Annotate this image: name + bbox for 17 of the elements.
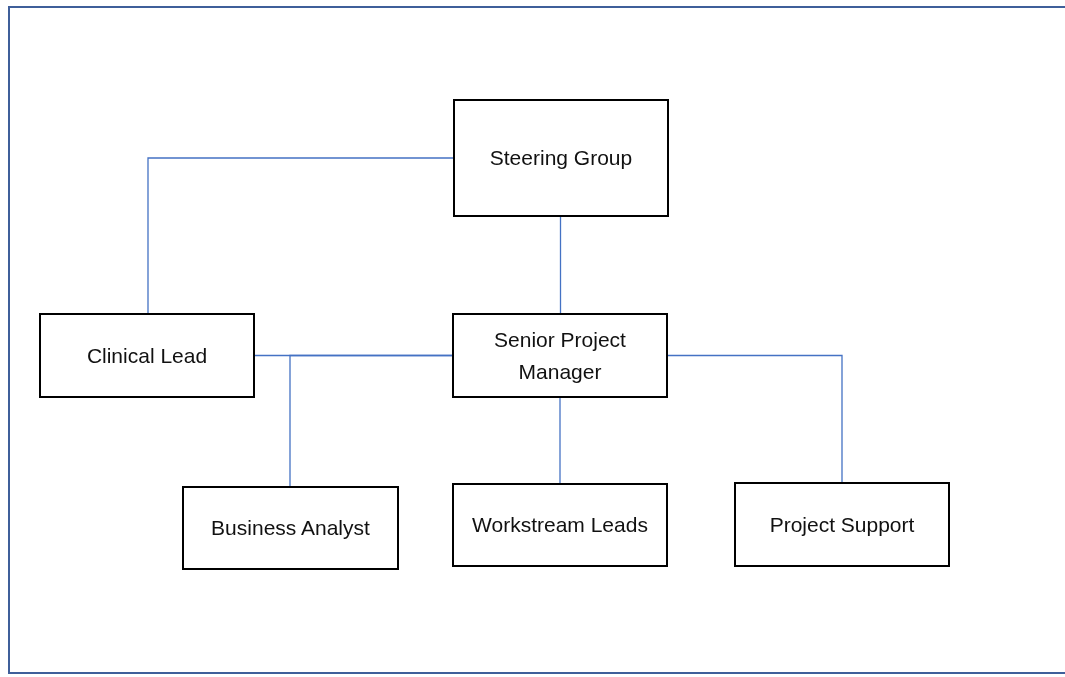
role-box	[452, 313, 668, 398]
connector-line	[147, 157, 454, 314]
role-box	[182, 486, 399, 570]
role-title: Senior Project Manager	[493, 326, 627, 385]
role-title: Steering Group	[488, 145, 634, 171]
role-box	[734, 482, 950, 567]
role-title: Business Analyst	[210, 515, 371, 541]
connector-line	[667, 354, 843, 483]
connector-line	[289, 354, 453, 487]
role-title: Clinical Lead	[85, 342, 209, 369]
connector-line	[559, 216, 562, 314]
role-title: Workstream Leads	[471, 512, 649, 538]
role-title: Project Support	[768, 511, 916, 538]
role-box	[39, 313, 255, 398]
role-box	[452, 483, 668, 567]
role-box	[453, 99, 669, 217]
connector-line	[559, 397, 561, 484]
